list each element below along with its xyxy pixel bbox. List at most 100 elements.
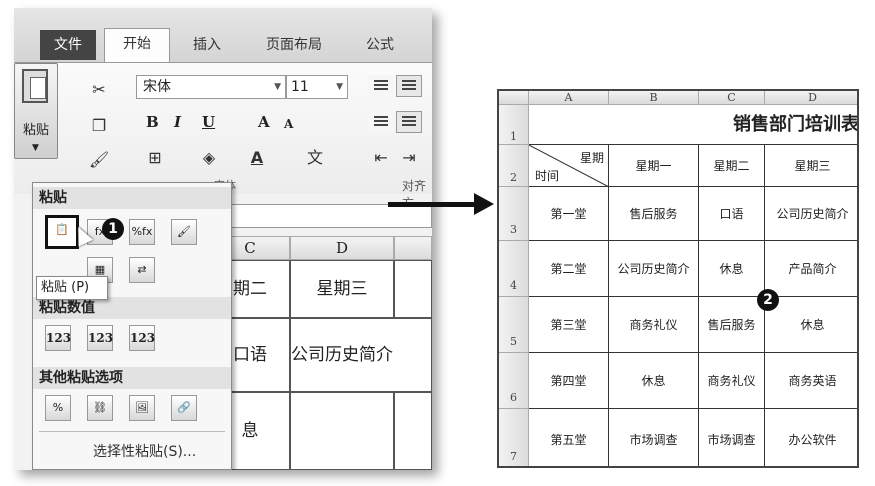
period-cell[interactable]: 第四堂 <box>529 353 609 409</box>
row-header-6[interactable]: 6 <box>499 353 529 409</box>
cut-icon[interactable]: ✂ <box>92 80 106 99</box>
day-header-cell[interactable]: 星期一 <box>609 145 699 187</box>
column-header-a[interactable]: A <box>529 91 609 105</box>
table-title[interactable]: 销售部门培训表 <box>529 105 857 145</box>
border-icon[interactable]: ⊞ <box>148 148 162 167</box>
fill-color-icon[interactable]: ◈ <box>202 148 216 167</box>
paste-options-dropdown: 粘贴 📋 fx %fx 🖌 ▦ ⇄ 粘贴数值 123 123 123 其他粘贴选… <box>32 182 232 470</box>
paste-formulas-number-format-icon[interactable]: %fx <box>129 219 155 245</box>
column-header-e[interactable] <box>394 236 432 260</box>
worksheet-right: A B C D 1 2 3 4 5 6 7 销售部门培训表 星期 时间 星期一 … <box>497 89 859 468</box>
tab-file[interactable]: 文件 <box>40 30 96 60</box>
diagonal-header-cell[interactable]: 星期 时间 <box>529 145 609 187</box>
schedule-cell[interactable]: 市场调查 <box>699 409 765 466</box>
period-cell[interactable]: 第一堂 <box>529 187 609 241</box>
cell-d4[interactable] <box>290 392 394 470</box>
row-header-3[interactable]: 3 <box>499 187 529 241</box>
formula-bar[interactable] <box>210 204 432 228</box>
font-name-select[interactable]: 宋体 ▼ <box>136 75 286 99</box>
diagonal-line <box>529 145 609 187</box>
schedule-cell[interactable]: 市场调查 <box>609 409 699 466</box>
schedule-cell[interactable]: 公司历史简介 <box>609 241 699 297</box>
ribbon-tab-bar: 文件 开始 插入 页面布局 公式 <box>14 8 432 62</box>
schedule-cell[interactable]: 办公软件 <box>765 409 857 466</box>
period-cell[interactable]: 第五堂 <box>529 409 609 466</box>
tab-home[interactable]: 开始 <box>104 28 170 62</box>
paste-values-icon[interactable]: 123 <box>45 325 71 351</box>
paste-special-menu-item[interactable]: 选择性粘贴(S)... <box>93 444 197 460</box>
align-center-icon[interactable] <box>396 111 422 133</box>
tab-insert[interactable]: 插入 <box>193 37 221 53</box>
schedule-cell[interactable]: 休息 <box>765 297 857 353</box>
schedule-cell[interactable]: 商务礼仪 <box>699 353 765 409</box>
copy-icon[interactable]: ❐ <box>91 116 107 135</box>
period-cell[interactable]: 第二堂 <box>529 241 609 297</box>
paste-values-source-format-icon[interactable]: 123 <box>129 325 155 351</box>
tab-formulas[interactable]: 公式 <box>366 37 394 53</box>
cell-d3[interactable]: 公司历史简介 <box>290 318 432 392</box>
decrease-font-icon[interactable]: A <box>284 117 294 131</box>
paste-linked-picture-icon[interactable]: 🔗 <box>171 395 197 421</box>
increase-font-icon[interactable]: A <box>258 113 270 131</box>
keep-source-formatting-icon[interactable]: 🖌 <box>171 219 197 245</box>
chevron-down-icon: ▼ <box>336 82 343 92</box>
schedule-cell[interactable]: 休息 <box>609 353 699 409</box>
period-cell[interactable]: 第三堂 <box>529 297 609 353</box>
font-size-value: 11 <box>291 79 309 95</box>
row-header-1[interactable]: 1 <box>499 105 529 145</box>
paste-link-icon[interactable]: ⛓ <box>87 395 113 421</box>
paste-button-label: 粘贴 <box>22 123 49 138</box>
chevron-down-icon: ▼ <box>274 82 281 92</box>
cell-e4[interactable] <box>394 392 432 470</box>
align-middle-icon[interactable] <box>396 75 422 97</box>
row-header-2[interactable]: 2 <box>499 145 529 187</box>
menu-section-other-paste: 其他粘贴选项 <box>33 367 231 389</box>
cell-e2[interactable] <box>394 260 432 318</box>
schedule-cell[interactable]: 售后服务 <box>699 297 765 353</box>
paste-values-number-format-icon[interactable]: 123 <box>87 325 113 351</box>
phonetic-icon[interactable]: 文 <box>306 148 323 167</box>
format-painter-icon[interactable]: 🖌 <box>88 150 110 169</box>
paste-formatting-icon[interactable]: % <box>45 395 71 421</box>
worksheet-left: C D 期二 星期三 口语 公司历史简介 息 <box>210 236 432 470</box>
row-header-7[interactable]: 7 <box>499 409 529 466</box>
paste-picture-icon[interactable]: 🖼 <box>129 395 155 421</box>
schedule-cell[interactable]: 产品简介 <box>765 241 857 297</box>
tab-page-layout[interactable]: 页面布局 <box>266 37 322 53</box>
column-header-b[interactable]: B <box>609 91 699 105</box>
bold-icon[interactable]: B <box>146 113 159 131</box>
paste-icon[interactable]: 📋 <box>45 215 79 249</box>
schedule-cell[interactable]: 售后服务 <box>609 187 699 241</box>
transpose-icon[interactable]: ⇄ <box>129 257 155 283</box>
increase-indent-icon[interactable]: ⇥ <box>402 148 416 167</box>
underline-icon[interactable]: U <box>202 113 216 131</box>
italic-icon[interactable]: I <box>174 113 182 131</box>
chevron-down-icon[interactable]: ▼ <box>32 143 39 153</box>
menu-section-paste: 粘贴 <box>33 187 231 209</box>
font-size-select[interactable]: 11 ▼ <box>286 75 348 99</box>
schedule-cell[interactable]: 公司历史简介 <box>765 187 857 241</box>
schedule-cell[interactable]: 口语 <box>699 187 765 241</box>
schedule-cell[interactable]: 商务英语 <box>765 353 857 409</box>
row-header-4[interactable]: 4 <box>499 241 529 297</box>
decrease-indent-icon[interactable]: ⇤ <box>374 148 388 167</box>
column-header-c[interactable]: C <box>699 91 765 105</box>
schedule-cell[interactable]: 商务礼仪 <box>609 297 699 353</box>
schedule-cell[interactable]: 休息 <box>699 241 765 297</box>
font-color-icon[interactable]: A <box>250 148 264 167</box>
column-header-d[interactable]: D <box>765 91 857 105</box>
row-header-5[interactable]: 5 <box>499 297 529 353</box>
align-left-icon[interactable] <box>368 111 394 133</box>
diag-label-day: 星期 <box>579 151 604 165</box>
column-header-d[interactable]: D <box>290 236 394 260</box>
menu-divider <box>39 431 225 432</box>
paste-button[interactable]: 粘贴 ▼ <box>14 63 58 159</box>
select-all-corner[interactable] <box>499 91 529 105</box>
arrow-right-icon <box>474 193 494 215</box>
arrow-line <box>388 202 476 207</box>
day-header-cell[interactable]: 星期三 <box>765 145 857 187</box>
font-name-value: 宋体 <box>143 79 171 95</box>
day-header-cell[interactable]: 星期二 <box>699 145 765 187</box>
cell-d2[interactable]: 星期三 <box>290 260 394 318</box>
align-top-icon[interactable] <box>368 75 394 97</box>
